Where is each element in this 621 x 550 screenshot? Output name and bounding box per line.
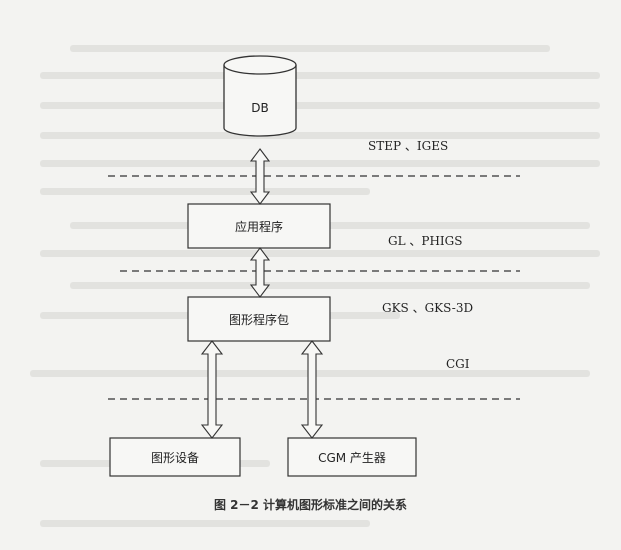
package-device-arrow	[200, 340, 224, 439]
db-cylinder	[223, 55, 297, 137]
interface-gl-phigs: GL 、PHIGS	[388, 234, 463, 248]
interface-step-iges: STEP 、IGES	[368, 139, 449, 153]
cgm-generator-label: CGM 产生器	[318, 450, 386, 465]
background-text-row	[40, 72, 600, 79]
interface-cgi: CGI	[446, 357, 470, 371]
figure-caption: 图 2－2 计算机图形标准之间的关系	[213, 498, 408, 512]
graphics-package-label: 图形程序包	[228, 312, 289, 327]
graphics-package-box	[187, 296, 331, 342]
package-cgm-arrow	[300, 340, 324, 439]
graphics-device-label: 图形设备	[150, 450, 199, 465]
interface-gks: GKS 、GKS-3D	[382, 301, 474, 315]
background-text-row	[40, 132, 600, 139]
background-text-row	[70, 45, 550, 52]
background-text-row	[40, 160, 600, 167]
background-text-row	[40, 188, 370, 195]
background-text-row	[70, 282, 590, 289]
background-text-row	[40, 102, 600, 109]
application-package-arrow	[249, 247, 271, 298]
cgm-generator-box	[287, 437, 417, 477]
db-label: DB	[251, 101, 269, 115]
application-label: 应用程序	[234, 219, 283, 234]
background-text-row	[40, 250, 600, 257]
background-text-row	[40, 520, 370, 527]
graphics-device-box	[109, 437, 241, 477]
application-box	[187, 203, 331, 249]
db-application-arrow	[249, 148, 271, 205]
